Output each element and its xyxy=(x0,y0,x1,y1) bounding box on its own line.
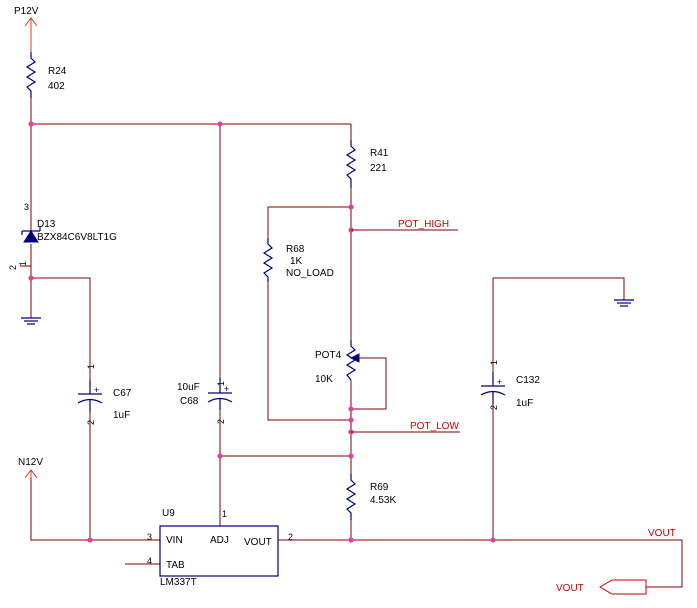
regulator-u9: U9 VIN ADJ VOUT TAB LM337T 3 1 2 4 xyxy=(147,508,293,588)
r68-value: 1K xyxy=(290,256,303,267)
d13-value: BZX84C6V8LT1G xyxy=(37,232,117,243)
c132-ref: C132 xyxy=(516,375,540,386)
pot-low-label: POT_LOW xyxy=(410,421,459,432)
svg-text:+: + xyxy=(94,385,99,395)
u9-pin-tab: TAB xyxy=(166,560,185,571)
r41-ref: R41 xyxy=(370,148,389,159)
u9-pin-num-vin: 3 xyxy=(147,532,152,542)
c132-value: 1uF xyxy=(516,398,533,409)
resistor-r68: R68 1K NO_LOAD xyxy=(262,238,334,282)
vout-port: VOUT xyxy=(556,579,647,595)
c68-pin2: 2 xyxy=(216,419,226,424)
pot4-value: 10K xyxy=(315,374,333,385)
zener-d13: 3 2 1 D13 BZX84C6V8LT1G xyxy=(8,202,117,270)
pot4-ref: POT4 xyxy=(315,350,342,361)
u9-pin-num-adj: 1 xyxy=(222,509,227,519)
c67-value: 1uF xyxy=(113,410,130,421)
c67-pin1: 1 xyxy=(86,364,96,369)
u9-pin-num-vout: 2 xyxy=(288,532,293,542)
u9-pin-adj: ADJ xyxy=(210,535,229,546)
vout-port-label: VOUT xyxy=(556,583,584,594)
p12v-label: P12V xyxy=(14,6,39,17)
capacitor-c68: + 1 2 10uF C68 xyxy=(177,378,233,424)
ground-symbol-right xyxy=(614,299,634,307)
resistor-r41: R41 221 xyxy=(345,140,389,188)
svg-text:+: + xyxy=(497,377,502,387)
p12v-power-symbol: P12V xyxy=(14,6,39,52)
u9-pin-vin: VIN xyxy=(166,535,183,546)
c68-ref: C68 xyxy=(180,396,199,407)
n12v-label: N12V xyxy=(18,457,43,468)
u9-ref: U9 xyxy=(162,508,175,519)
capacitor-c132: + 1 2 C132 1uF xyxy=(480,360,540,410)
resistor-r24: R24 402 xyxy=(25,52,67,98)
d13-ref: D13 xyxy=(37,219,56,230)
r24-ref: R24 xyxy=(48,66,67,77)
r69-value: 4.53K xyxy=(370,495,396,506)
r68-note: NO_LOAD xyxy=(286,268,334,279)
net-pot-high: POT_HIGH xyxy=(351,219,458,231)
svg-text:+: + xyxy=(224,384,229,394)
r69-ref: R69 xyxy=(370,482,389,493)
n12v-power-symbol: N12V xyxy=(18,457,43,479)
r24-value: 402 xyxy=(48,81,65,92)
r68-ref: R68 xyxy=(286,244,305,255)
c67-ref: C67 xyxy=(113,388,132,399)
net-pot-low: POT_LOW xyxy=(351,421,460,433)
resistor-r69: R69 4.53K xyxy=(345,474,396,520)
junctions xyxy=(28,121,496,543)
u9-part: LM337T xyxy=(160,577,197,588)
c68-pin1: 1 xyxy=(216,381,226,386)
c67-pin2: 2 xyxy=(86,420,96,425)
c132-pin2: 2 xyxy=(489,405,499,410)
pot-high-label: POT_HIGH xyxy=(398,219,449,230)
d13-pin-a: 3 xyxy=(24,202,29,212)
d13-pin-b: 2 xyxy=(8,265,18,270)
u9-pin-vout: VOUT xyxy=(244,537,272,548)
c132-pin1: 1 xyxy=(489,360,499,365)
wires xyxy=(20,98,683,588)
c68-value: 10uF xyxy=(177,382,200,393)
r41-value: 221 xyxy=(370,163,387,174)
d13-pin-c: 1 xyxy=(18,261,28,266)
capacitor-c67: + 1 2 C67 1uF xyxy=(77,364,132,425)
u9-pin-num-tab: 4 xyxy=(147,556,152,566)
net-vout: VOUT xyxy=(648,528,676,539)
ground-symbol-left xyxy=(21,317,41,325)
potentiometer-pot4: POT4 10K xyxy=(315,340,360,385)
vout-net-label: VOUT xyxy=(648,528,676,539)
